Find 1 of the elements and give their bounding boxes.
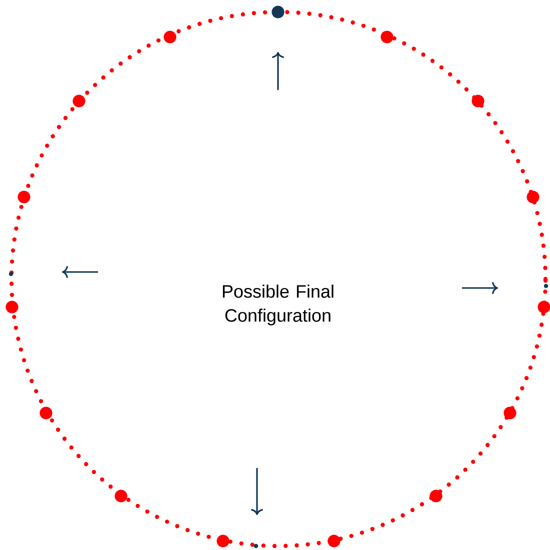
center-text: Possible Final Configuration [222, 284, 334, 326]
